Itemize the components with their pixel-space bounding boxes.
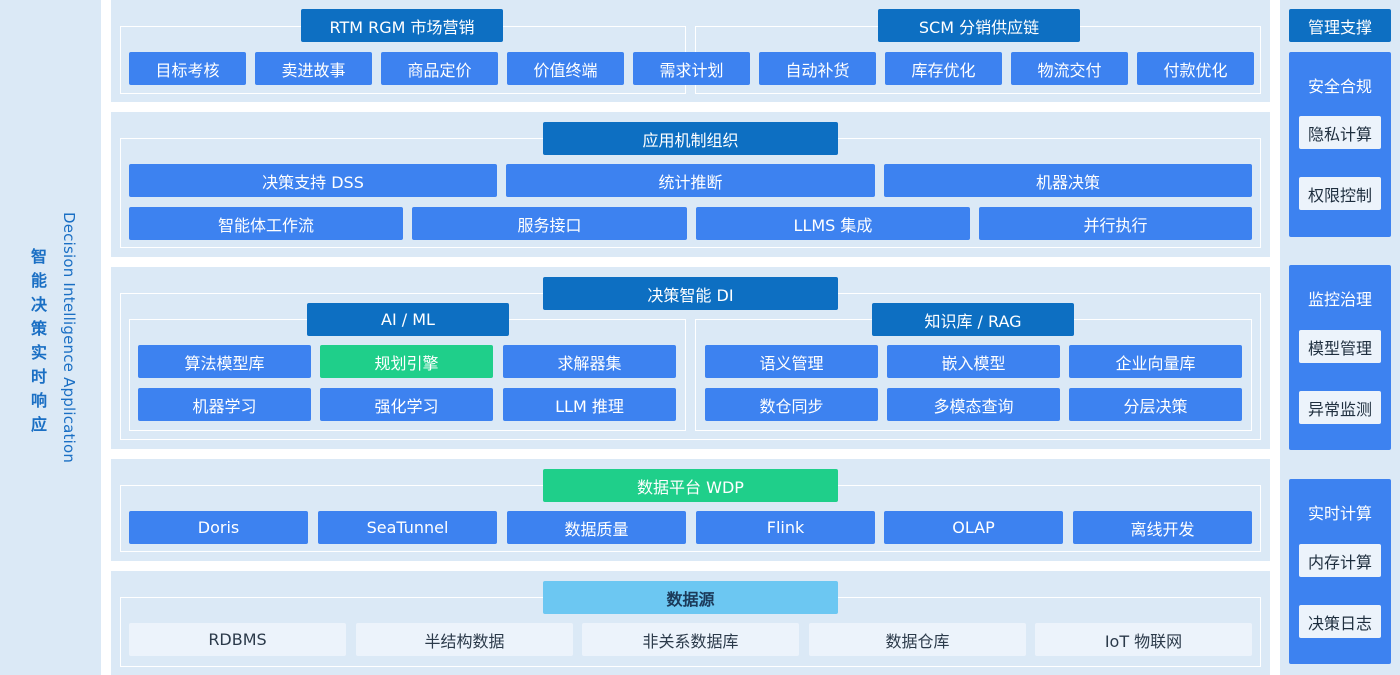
privacy-compute-button[interactable]: 隐私计算 [1299, 116, 1381, 149]
wdp-item[interactable]: 数据质量 [507, 511, 686, 544]
scm-title: SCM 分销供应链 [878, 9, 1080, 42]
wdp-title: 数据平台 WDP [543, 469, 838, 502]
scm-item[interactable]: 付款优化 [1137, 52, 1254, 85]
memory-compute-button[interactable]: 内存计算 [1299, 544, 1381, 577]
scm-item[interactable]: 物流交付 [1011, 52, 1128, 85]
access-control-button[interactable]: 权限控制 [1299, 177, 1381, 210]
rtm-item[interactable]: 目标考核 [129, 52, 246, 85]
rag-title: 知识库 / RAG [872, 303, 1074, 336]
wdp-item[interactable]: Doris [129, 511, 308, 544]
aiml-item-highlight[interactable]: 规划引擎 [320, 345, 493, 378]
di-title: 决策智能 DI [543, 277, 838, 310]
decision-log-button[interactable]: 决策日志 [1299, 605, 1381, 638]
aiml-item[interactable]: LLM 推理 [503, 388, 676, 421]
rag-item[interactable]: 分层决策 [1069, 388, 1242, 421]
realtime-group-title: 实时计算 [1307, 504, 1372, 523]
source-item[interactable]: 非关系数据库 [582, 623, 799, 656]
scm-item[interactable]: 自动补货 [759, 52, 876, 85]
wdp-item[interactable]: SeaTunnel [318, 511, 497, 544]
source-item[interactable]: 半结构数据 [356, 623, 573, 656]
rtm-item[interactable]: 商品定价 [381, 52, 498, 85]
rag-item[interactable]: 语义管理 [705, 345, 878, 378]
source-item[interactable]: IoT 物联网 [1035, 623, 1252, 656]
aiml-item[interactable]: 机器学习 [138, 388, 311, 421]
rag-item[interactable]: 企业向量库 [1069, 345, 1242, 378]
rag-item[interactable]: 嵌入模型 [887, 345, 1060, 378]
aiml-item[interactable]: 强化学习 [320, 388, 493, 421]
application-item[interactable]: 统计推断 [506, 164, 875, 197]
application-item[interactable]: 服务接口 [412, 207, 687, 240]
source-item[interactable]: 数据仓库 [809, 623, 1026, 656]
wdp-item[interactable]: Flink [696, 511, 875, 544]
application-title: 应用机制组织 [543, 122, 838, 155]
wdp-item[interactable]: OLAP [884, 511, 1063, 544]
sources-title: 数据源 [543, 581, 838, 614]
monitoring-group-title: 监控治理 [1307, 290, 1372, 309]
application-item[interactable]: 智能体工作流 [129, 207, 403, 240]
scm-item[interactable]: 库存优化 [885, 52, 1002, 85]
application-item[interactable]: LLMS 集成 [696, 207, 970, 240]
rtm-item[interactable]: 需求计划 [633, 52, 750, 85]
aiml-item[interactable]: 算法模型库 [138, 345, 311, 378]
application-item[interactable]: 并行执行 [979, 207, 1252, 240]
model-management-button[interactable]: 模型管理 [1299, 330, 1381, 363]
aiml-item[interactable]: 求解器集 [503, 345, 676, 378]
source-item[interactable]: RDBMS [129, 623, 346, 656]
rtm-title: RTM RGM 市场营销 [301, 9, 503, 42]
sidebar-title-en: Decision Intelligence Application [60, 212, 78, 464]
management-title: 管理支撑 [1289, 9, 1391, 42]
wdp-item[interactable]: 离线开发 [1073, 511, 1252, 544]
rtm-item[interactable]: 卖进故事 [255, 52, 372, 85]
security-group-title: 安全合规 [1307, 77, 1372, 96]
application-item[interactable]: 机器决策 [884, 164, 1252, 197]
rtm-item[interactable]: 价值终端 [507, 52, 624, 85]
left-sidebar [0, 0, 101, 675]
sidebar-title-cn: 智能决策实时响应 [30, 247, 47, 434]
aiml-title: AI / ML [307, 303, 509, 336]
application-item[interactable]: 决策支持 DSS [129, 164, 497, 197]
rag-item[interactable]: 多模态查询 [887, 388, 1060, 421]
rag-item[interactable]: 数仓同步 [705, 388, 878, 421]
anomaly-detection-button[interactable]: 异常监测 [1299, 391, 1381, 424]
